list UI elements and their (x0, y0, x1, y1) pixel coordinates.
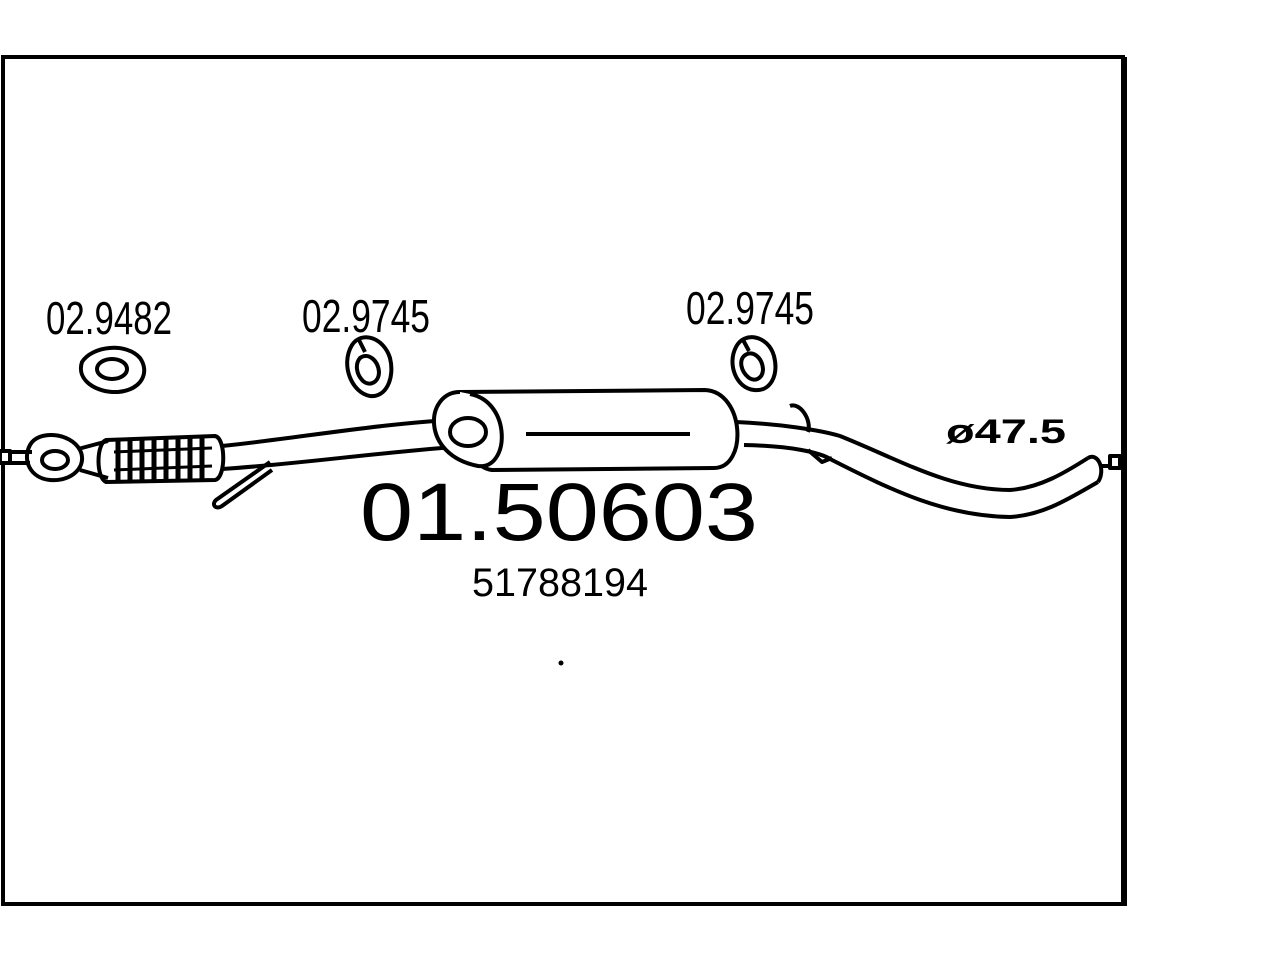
mount-part-label-right: 02.9745 (686, 282, 814, 334)
gasket-icon (78, 345, 147, 395)
main-part-number: 01.50603 (360, 467, 758, 558)
rubber-mount-icon-left (345, 335, 394, 399)
rear-connector (1108, 454, 1122, 470)
front-flange (24, 432, 84, 483)
flex-pipe (96, 434, 226, 484)
gasket-part-label: 02.9482 (46, 292, 172, 344)
oe-number: 51788194 (472, 561, 648, 605)
front-connector (0, 449, 12, 465)
diameter-label: ø47.5 (946, 413, 1066, 451)
rubber-mount-icon-right (730, 335, 778, 393)
mount-part-label-left: 02.9745 (302, 290, 430, 342)
rear-hanger-top (789, 403, 811, 433)
front-hanger (211, 460, 274, 510)
dot-mark (558, 660, 564, 666)
exhaust-pipe-assembly (0, 388, 1122, 519)
frame-right-shadow (1123, 57, 1127, 906)
rear-hanger-bottom (806, 448, 833, 464)
